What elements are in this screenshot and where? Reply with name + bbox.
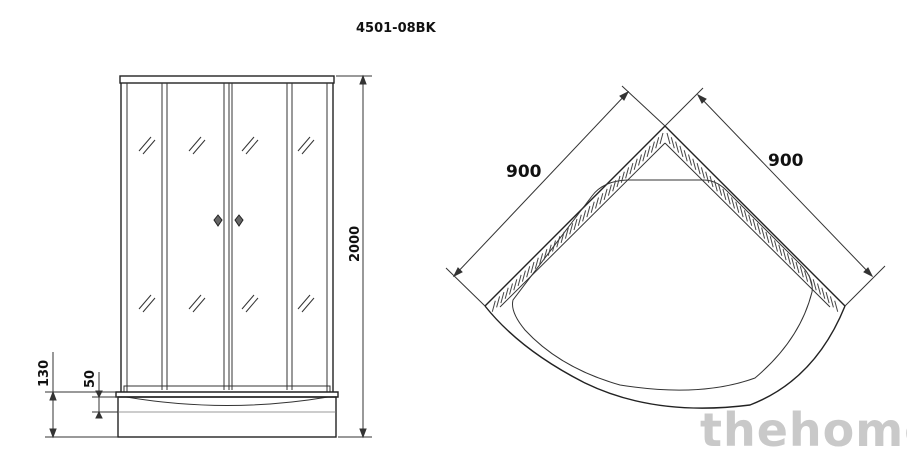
wall-hatching xyxy=(491,132,839,312)
front-view-cabin xyxy=(115,75,339,438)
side-b-label: 900 xyxy=(768,151,804,171)
foot-height-label: 50 xyxy=(83,370,98,388)
tray-height-label: 130 xyxy=(37,360,52,387)
top-view-tray xyxy=(484,125,846,409)
door-handle-icon xyxy=(213,214,244,227)
glass-reflection-marks xyxy=(138,136,315,313)
tray-height-dimension-line xyxy=(45,352,118,439)
foot-height-dimension-line xyxy=(92,372,118,419)
height-dimension-line xyxy=(336,74,372,439)
watermark: thehome xyxy=(700,403,907,457)
model-code: 4501-08BK xyxy=(356,21,437,36)
height-label: 2000 xyxy=(348,226,363,262)
side-a-label: 900 xyxy=(506,162,542,182)
side-a-dimension-line xyxy=(445,85,666,307)
side-b-dimension-line xyxy=(664,87,886,307)
